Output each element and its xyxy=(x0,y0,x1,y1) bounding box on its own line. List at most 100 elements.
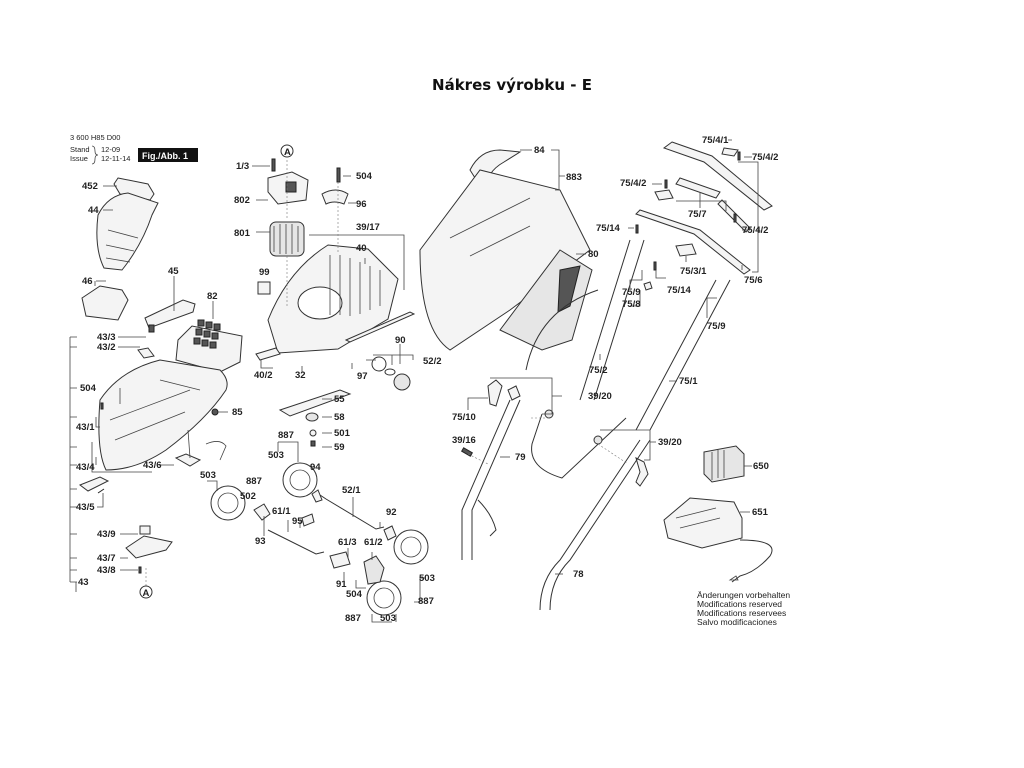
part-95-shape xyxy=(301,513,315,527)
label-452: 452 xyxy=(82,181,98,192)
label-503b: 503 xyxy=(200,470,216,481)
part-883-lid-shape xyxy=(419,169,591,351)
label-61-1: 61/1 xyxy=(272,506,291,517)
wheel-887-front-left xyxy=(282,462,318,498)
part-43-4-shape xyxy=(78,476,110,492)
figure-badge xyxy=(138,148,198,162)
center-leaders xyxy=(207,160,426,623)
part-labels: 452 44 46 45 82 43/3 43/2 504 43/1 85 43… xyxy=(76,135,778,624)
left-leaders xyxy=(69,185,228,592)
label-43-1: 43/1 xyxy=(76,422,95,433)
part-75-4-1-shape xyxy=(721,147,739,157)
part-75-1-tube xyxy=(635,279,731,431)
wheel-887-front-right xyxy=(393,529,429,565)
label-79: 79 xyxy=(515,452,526,463)
screw-1-3-shape xyxy=(271,158,276,172)
label-84: 84 xyxy=(534,145,545,156)
screw-504-shape xyxy=(100,402,104,410)
label-43-9: 43/9 xyxy=(97,529,116,540)
screw-75-14b xyxy=(653,261,657,271)
part-801-fins xyxy=(273,224,299,254)
part-39-20-lever xyxy=(635,457,649,487)
label-85: 85 xyxy=(232,407,243,418)
label-96: 96 xyxy=(356,199,367,210)
stand-date: 12-09 xyxy=(101,145,120,154)
part-number: 3 600 H85 D00 xyxy=(70,133,120,142)
label-503d: 503 xyxy=(380,613,396,624)
battery-leaders xyxy=(740,465,752,513)
part-45-shape xyxy=(144,299,196,329)
label-43-8: 43/8 xyxy=(97,565,116,576)
label-504a: 504 xyxy=(80,383,97,394)
part-99-shape xyxy=(257,281,271,295)
part-43-housing-ribs xyxy=(109,379,201,441)
part-75-7-shape xyxy=(675,177,721,199)
label-61-2: 61/2 xyxy=(364,537,383,548)
part-75-2-cable xyxy=(525,289,599,371)
label-58: 58 xyxy=(334,412,345,423)
screw-75-4-2c xyxy=(733,213,737,223)
part-96-shape xyxy=(321,189,349,205)
page-title: Nákres výrobku - E xyxy=(432,76,592,94)
part-79-tube xyxy=(461,399,521,560)
deck-ribs xyxy=(329,255,381,316)
callout-a-top: A xyxy=(284,147,291,158)
part-43-6-wire xyxy=(187,429,227,461)
part-46-shape xyxy=(81,285,129,321)
label-39-16: 39/16 xyxy=(452,435,476,446)
label-75-14b: 75/14 xyxy=(667,285,691,296)
wheel-hub xyxy=(217,492,239,514)
brace-icon xyxy=(91,145,99,165)
label-39-17: 39/17 xyxy=(356,222,380,233)
part-82-grid xyxy=(193,319,221,349)
label-55: 55 xyxy=(334,394,345,405)
part-43-2-shape xyxy=(137,347,155,359)
label-75-10: 75/10 xyxy=(452,412,476,423)
part-58-shape xyxy=(305,412,319,422)
label-78: 78 xyxy=(573,569,584,580)
part-75-4-top-bar xyxy=(662,141,773,211)
u-frame-shape xyxy=(531,413,627,479)
label-887c: 887 xyxy=(418,596,434,607)
part-75-6-crossbar xyxy=(635,209,751,275)
label-43-6: 43/6 xyxy=(143,460,162,471)
label-45: 45 xyxy=(168,266,179,277)
part-43-9-shape xyxy=(139,525,151,535)
label-801: 801 xyxy=(234,228,251,239)
wheel-hub xyxy=(400,536,422,558)
label-82: 82 xyxy=(207,291,218,302)
note-line-fr: Modifications reservees xyxy=(697,608,786,618)
part-90-rail-shape xyxy=(344,311,416,343)
callout-a-bottom: A xyxy=(143,588,150,599)
label-92: 92 xyxy=(386,507,397,518)
part-61-2-shape xyxy=(363,555,385,585)
screw-75-14a xyxy=(635,224,639,234)
lid-ribs xyxy=(449,197,531,257)
part-79-cable xyxy=(477,499,497,537)
label-90: 90 xyxy=(395,335,406,346)
grass-box-leaders xyxy=(520,149,586,255)
label-75-1: 75/1 xyxy=(679,376,698,387)
part-85-shape xyxy=(211,408,219,416)
part-43-3-shape xyxy=(148,324,155,333)
label-651: 651 xyxy=(752,507,769,518)
label-887d: 887 xyxy=(345,613,361,624)
label-32: 32 xyxy=(295,370,306,381)
part-52-2-hub xyxy=(393,373,411,391)
label-1-3: 1/3 xyxy=(236,161,249,172)
label-503a: 503 xyxy=(268,450,284,461)
label-650: 650 xyxy=(753,461,769,472)
screw-43-8-shape xyxy=(138,566,142,574)
label-75-2: 75/2 xyxy=(589,365,608,376)
housing-group xyxy=(78,177,243,574)
wheel-887-rear-left xyxy=(210,485,246,521)
deck-blade-chamber xyxy=(297,286,343,320)
battery-ribs xyxy=(711,450,725,480)
label-44: 44 xyxy=(88,205,99,216)
label-43-5: 43/5 xyxy=(76,502,95,513)
charger-cord xyxy=(731,539,773,583)
label-501: 501 xyxy=(334,428,351,439)
part-801-motor-shape xyxy=(269,221,305,257)
note-line-en: Modifications reserved xyxy=(697,599,782,609)
